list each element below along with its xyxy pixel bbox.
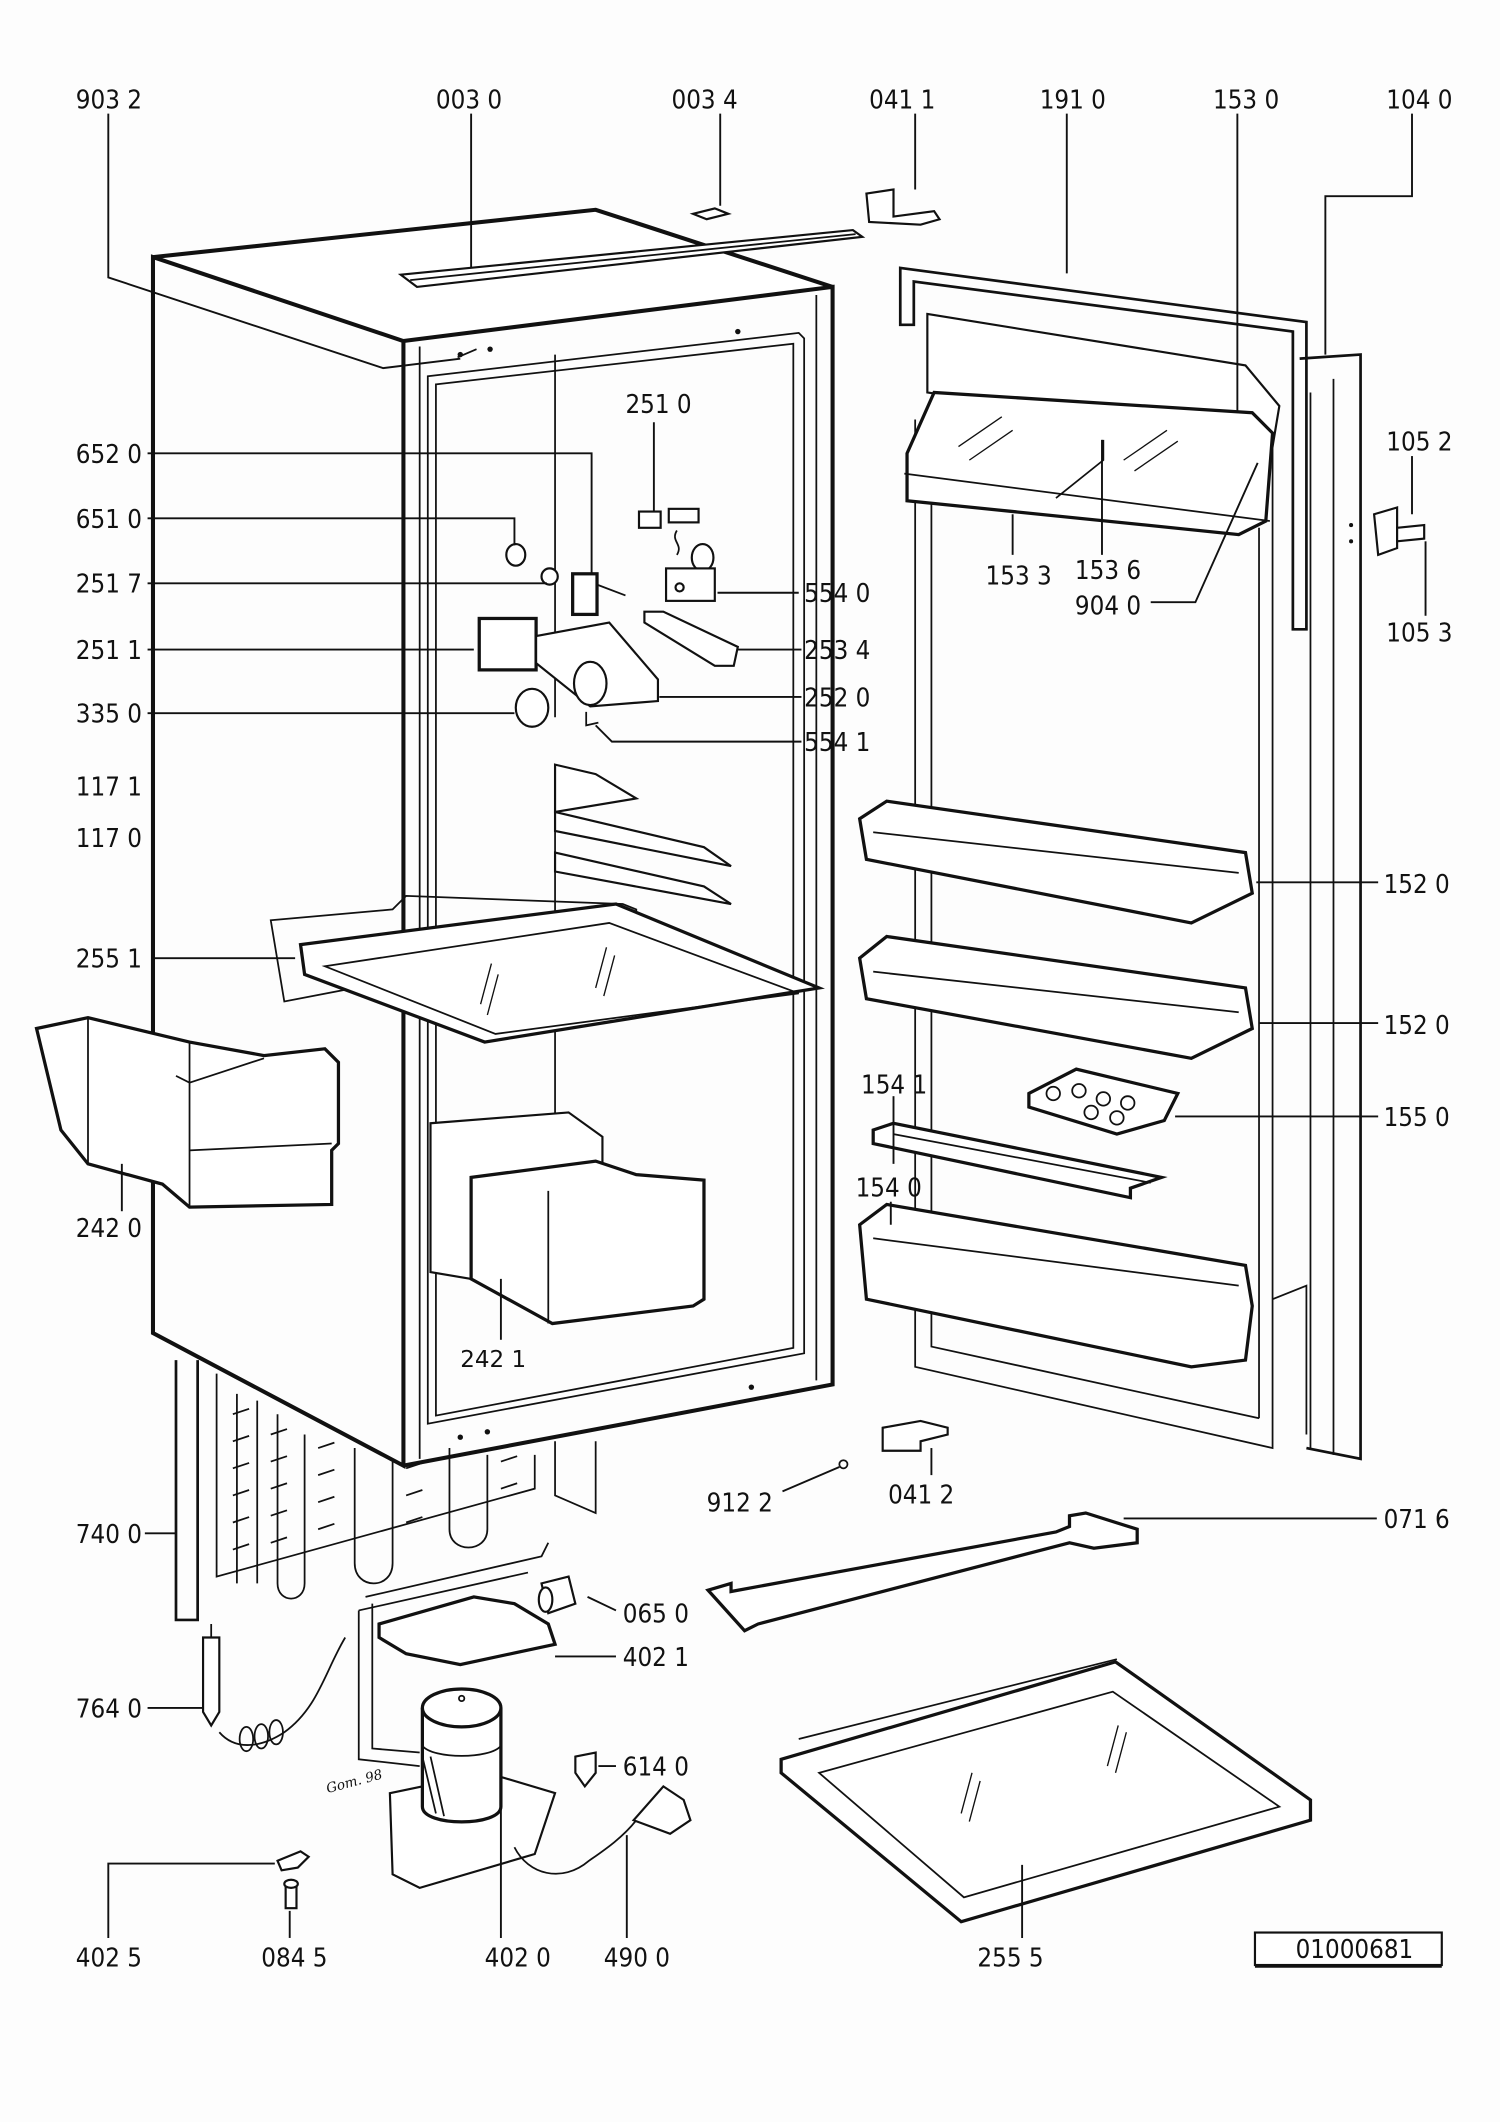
label-152-0-lower: 152 0: [1384, 1011, 1450, 1041]
label-740-0: 740 0: [76, 1520, 142, 1550]
label-152-0-upper: 152 0: [1384, 870, 1450, 900]
label-153-0: 153 0: [1213, 85, 1279, 115]
label-065-0: 065 0: [623, 1600, 689, 1630]
capillary-764-0: [201, 1623, 346, 1753]
label-255-5: 255 5: [977, 1943, 1043, 1973]
label-242-1: 242 1: [460, 1347, 526, 1373]
crisper-242-1: [429, 1111, 706, 1326]
part-041-2: [881, 1419, 949, 1452]
label-904-0: 904 0: [1075, 591, 1141, 621]
screw-hole: [457, 1434, 463, 1440]
label-251-7: 251 7: [76, 570, 142, 600]
label-191-0: 191 0: [1040, 85, 1106, 115]
control-components: [477, 507, 740, 728]
egg-tray-155-0: [1027, 1067, 1181, 1136]
label-003-4: 003 4: [671, 85, 737, 115]
signature: Gom. 98: [325, 1767, 385, 1797]
label-003-0: 003 0: [436, 85, 502, 115]
label-154-1: 154 1: [861, 1070, 927, 1100]
label-764-0: 764 0: [76, 1694, 142, 1724]
crisper-242-0: [34, 1016, 341, 1209]
part-labels: 903 2 003 0 003 4 041 1 191 0 153 0 104 …: [76, 85, 1453, 1973]
label-402-0: 402 0: [485, 1943, 551, 1973]
label-155-0: 155 0: [1384, 1103, 1450, 1133]
label-105-2: 105 2: [1386, 428, 1452, 458]
label-104-0: 104 0: [1386, 85, 1452, 115]
part-614-0: [574, 1751, 597, 1789]
condenser-fins: [232, 1407, 518, 1551]
screw-hole: [487, 346, 493, 352]
cabinet-interior: [553, 763, 732, 906]
label-903-2: 903 2: [76, 85, 142, 115]
label-255-1: 255 1: [76, 945, 142, 975]
compressor-tubing: [357, 1571, 529, 1767]
label-652-0: 652 0: [76, 440, 142, 470]
compressor-402-0: [388, 1687, 557, 1890]
top-rail-003-0: [397, 228, 866, 289]
part-041-1: [865, 188, 942, 226]
hinge-105: [1349, 506, 1426, 557]
label-084-5: 084 5: [261, 1943, 327, 1973]
label-251-0: 251 0: [625, 390, 691, 420]
label-117-0: 117 0: [76, 824, 142, 854]
label-912-2: 912 2: [707, 1489, 773, 1519]
screw-hole: [484, 1429, 491, 1435]
screw-hole: [735, 328, 741, 335]
door: [898, 266, 1362, 1461]
label-253-4: 253 4: [804, 636, 870, 666]
label-252-0: 252 0: [804, 683, 870, 713]
label-490-0: 490 0: [604, 1943, 670, 1973]
part-065-0: [537, 1575, 577, 1615]
screw-hole: [748, 1384, 755, 1390]
door-shelf-152-0-upper: [857, 799, 1255, 925]
part-071-6: [705, 1511, 1139, 1633]
label-242-0: 242 0: [76, 1214, 142, 1244]
label-153-3: 153 3: [986, 562, 1052, 592]
label-554-1: 554 1: [804, 728, 870, 758]
part-084-5: [283, 1878, 299, 1910]
glass-shelf-255-5: [779, 1658, 1313, 1924]
glass-shelf-255-1: [269, 895, 825, 1044]
door-shelf-152-0-lower: [857, 934, 1255, 1060]
part-912-2: [838, 1459, 849, 1470]
part-903-2: [457, 348, 477, 359]
label-251-1: 251 1: [76, 636, 142, 666]
document-number: 01000681: [1296, 1935, 1414, 1965]
leader-lines: [107, 113, 1427, 1938]
label-554-0: 554 0: [804, 579, 870, 609]
label-402-1: 402 1: [623, 1643, 689, 1673]
label-041-1: 041 1: [869, 85, 935, 115]
label-071-6: 071 6: [1384, 1505, 1450, 1535]
label-335-0: 335 0: [76, 700, 142, 730]
label-105-3: 105 3: [1386, 618, 1452, 648]
part-402-5: [276, 1850, 311, 1872]
document-number-box: 01000681: [1253, 1931, 1443, 1968]
bottle-shelf-154-0: [857, 1202, 1254, 1369]
part-402-1: [377, 1595, 558, 1667]
label-651-0: 651 0: [76, 505, 142, 535]
label-154-0: 154 0: [856, 1173, 922, 1203]
label-153-6: 153 6: [1075, 556, 1141, 586]
label-614-0: 614 0: [623, 1753, 689, 1783]
part-003-4: [689, 207, 732, 221]
label-041-2: 041 2: [888, 1481, 954, 1511]
label-117-1: 117 1: [76, 773, 142, 803]
power-cord-490-0: [513, 1784, 692, 1875]
label-402-5: 402 5: [76, 1943, 142, 1973]
condenser-740-0: [174, 1360, 597, 1622]
